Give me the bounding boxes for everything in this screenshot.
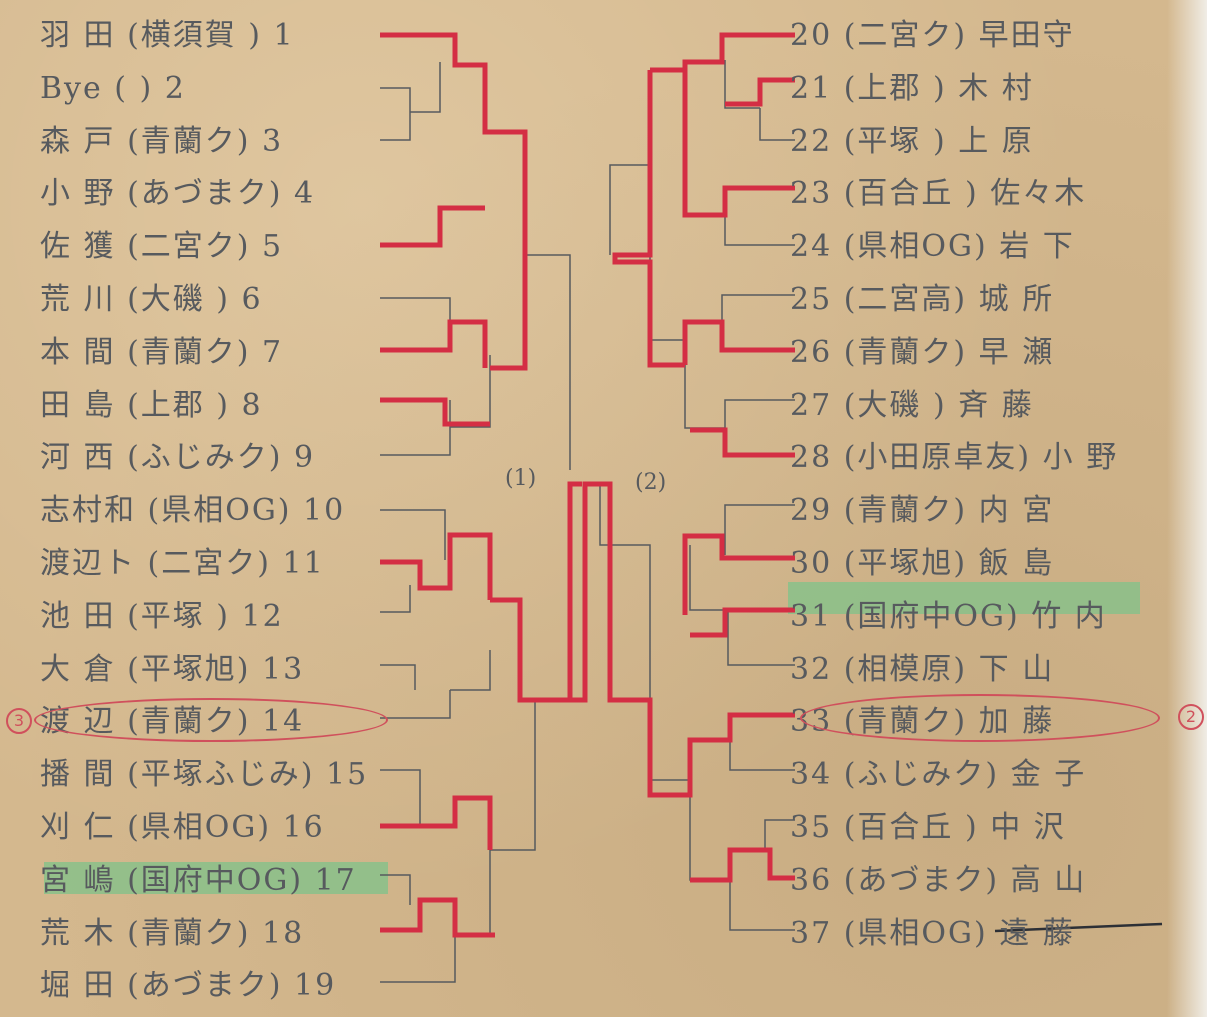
r-g-34 bbox=[729, 740, 795, 771]
r-r-21 bbox=[725, 77, 795, 107]
r-r-36 bbox=[690, 847, 795, 883]
l-g-2-3 bbox=[380, 87, 411, 141]
rank-mark-left: 3 bbox=[6, 708, 32, 734]
left-entry-19: 堀 田 (あづまク) 19 bbox=[40, 968, 337, 1004]
right-entry-29: 29 (青蘭ク) 内 宮 bbox=[790, 493, 1055, 529]
right-entry-37: 37 (県相OG) 遠 藤 bbox=[790, 915, 1075, 951]
left-entry-6: 荒 川 (大磯 ) 6 bbox=[40, 282, 263, 317]
left-entry-10: 志村和 (県相OG) 10 bbox=[40, 493, 346, 529]
left-entry-4: 小 野 (あづまク) 4 bbox=[40, 176, 316, 212]
r-g-32 bbox=[727, 610, 795, 666]
l-r-8 bbox=[380, 397, 490, 427]
oval-entry-33 bbox=[800, 694, 1160, 742]
r-r-26 bbox=[682, 319, 795, 365]
left-entry-1: 羽 田 (横須賀 ) 1 bbox=[40, 18, 295, 53]
r-r-28 bbox=[690, 427, 795, 458]
l-g-6 bbox=[380, 297, 451, 345]
left-entry-5: 佐 獲 (二宮ク) 5 bbox=[40, 229, 284, 265]
left-entry-12: 池 田 (平塚 ) 12 bbox=[40, 598, 284, 634]
right-entry-34: 34 (ふじみク) 金 子 bbox=[790, 757, 1087, 793]
right-entry-21: 21 (上郡 ) 木 村 bbox=[790, 70, 1034, 106]
paper-edge bbox=[1167, 0, 1207, 1017]
left-entry-8: 田 島 (上郡 ) 8 bbox=[40, 387, 263, 423]
r-g-29 bbox=[724, 504, 795, 555]
l-r-18 bbox=[380, 897, 495, 938]
left-entry-17: 宮 嶋 (国府中OG) 17 bbox=[40, 862, 357, 898]
r-r-31 bbox=[690, 607, 795, 638]
right-entry-23: 23 (百合丘 ) 佐々木 bbox=[790, 176, 1087, 212]
l-g-semi bbox=[489, 700, 536, 880]
l-g-9 bbox=[380, 400, 451, 456]
r-g-3537 bbox=[689, 780, 730, 881]
r-g-2324 bbox=[684, 70, 725, 216]
right-entry-28: 28 (小田原卓友) 小 野 bbox=[790, 440, 1119, 476]
highlight-entry-17 bbox=[44, 862, 388, 894]
l-g-15 bbox=[380, 769, 421, 825]
right-entry-31: 31 (国府中OG) 竹 内 bbox=[790, 598, 1107, 634]
l-r-1314 bbox=[490, 481, 582, 703]
right-entry-32: 32 (相模原) 下 山 bbox=[790, 651, 1055, 687]
r-r-23 bbox=[650, 67, 795, 218]
r-r-30 bbox=[682, 533, 795, 615]
r-g-24 bbox=[724, 215, 795, 246]
l-g-10 bbox=[380, 509, 446, 560]
right-entry-20: 20 (二宮ク) 早田守 bbox=[790, 18, 1075, 53]
r-r-33 bbox=[570, 481, 795, 798]
r-g-3132 bbox=[689, 545, 728, 611]
r-r-2223 bbox=[612, 70, 685, 368]
l-g-final-top bbox=[524, 254, 571, 470]
pool-label-right: (2) bbox=[635, 470, 667, 495]
left-entry-13: 大 倉 (平塚旭) 13 bbox=[40, 651, 305, 687]
left-entry-9: 河 西 (ふじみク) 9 bbox=[40, 440, 316, 476]
l-r-5 bbox=[380, 205, 485, 248]
l-r-11 bbox=[380, 532, 493, 600]
highlight-entry-31 bbox=[788, 582, 1140, 614]
l-g-8-9 bbox=[450, 355, 491, 428]
right-entry-36: 36 (あづまク) 高 山 bbox=[790, 862, 1087, 898]
r-r-20 bbox=[682, 32, 795, 110]
r-g-35 bbox=[764, 819, 795, 850]
oval-entry-14 bbox=[34, 698, 388, 742]
left-entry-7: 本 間 (青蘭ク) 7 bbox=[40, 334, 284, 370]
l-g-1819 bbox=[455, 880, 491, 936]
l-g-19 bbox=[380, 935, 456, 983]
l-g-23-up bbox=[410, 62, 441, 113]
left-entry-18: 荒 木 (青蘭ク) 18 bbox=[40, 915, 305, 951]
l-g-13-14 bbox=[450, 650, 491, 691]
r-g-2728 bbox=[684, 340, 725, 429]
left-entry-2: Bye ( ) 2 bbox=[40, 70, 186, 106]
right-entry-26: 26 (青蘭ク) 早 瀬 bbox=[790, 334, 1055, 370]
l-g-17 bbox=[380, 874, 411, 905]
r-g-22 bbox=[759, 108, 795, 141]
l-r-1 bbox=[380, 32, 528, 371]
right-entry-25: 25 (二宮高) 城 所 bbox=[790, 282, 1055, 317]
r-g-27 bbox=[724, 399, 795, 428]
left-entry-11: 渡辺ト (二宮ク) 11 bbox=[40, 546, 325, 581]
strike-entry-37 bbox=[994, 922, 1163, 933]
left-entry-15: 播 間 (平塚ふじみ) 15 bbox=[40, 757, 369, 793]
r-g-25 bbox=[721, 294, 795, 345]
left-entry-16: 刈 仁 (県相OG) 16 bbox=[40, 810, 325, 845]
right-entry-27: 27 (大磯 ) 斉 藤 bbox=[790, 387, 1034, 423]
l-g-12 bbox=[380, 585, 411, 613]
right-entry-22: 22 (平塚 ) 上 原 bbox=[790, 123, 1034, 159]
pool-label-left: (1) bbox=[505, 466, 537, 491]
right-entry-30: 30 (平塚旭) 飯 島 bbox=[790, 546, 1055, 581]
r-g-semi bbox=[599, 485, 690, 781]
r-g-2122 bbox=[724, 60, 760, 109]
l-r-7 bbox=[380, 319, 488, 368]
l-r-16 bbox=[380, 795, 493, 850]
right-entry-24: 24 (県相OG) 岩 下 bbox=[790, 229, 1075, 265]
l-g-14 bbox=[380, 690, 451, 719]
r-g-37 bbox=[729, 880, 795, 931]
rank-mark-right: 2 bbox=[1178, 704, 1204, 730]
left-entry-3: 森 戸 (青蘭ク) 3 bbox=[40, 123, 284, 159]
l-g-13 bbox=[380, 664, 416, 690]
right-entry-35: 35 (百合丘 ) 中 沢 bbox=[790, 810, 1066, 845]
